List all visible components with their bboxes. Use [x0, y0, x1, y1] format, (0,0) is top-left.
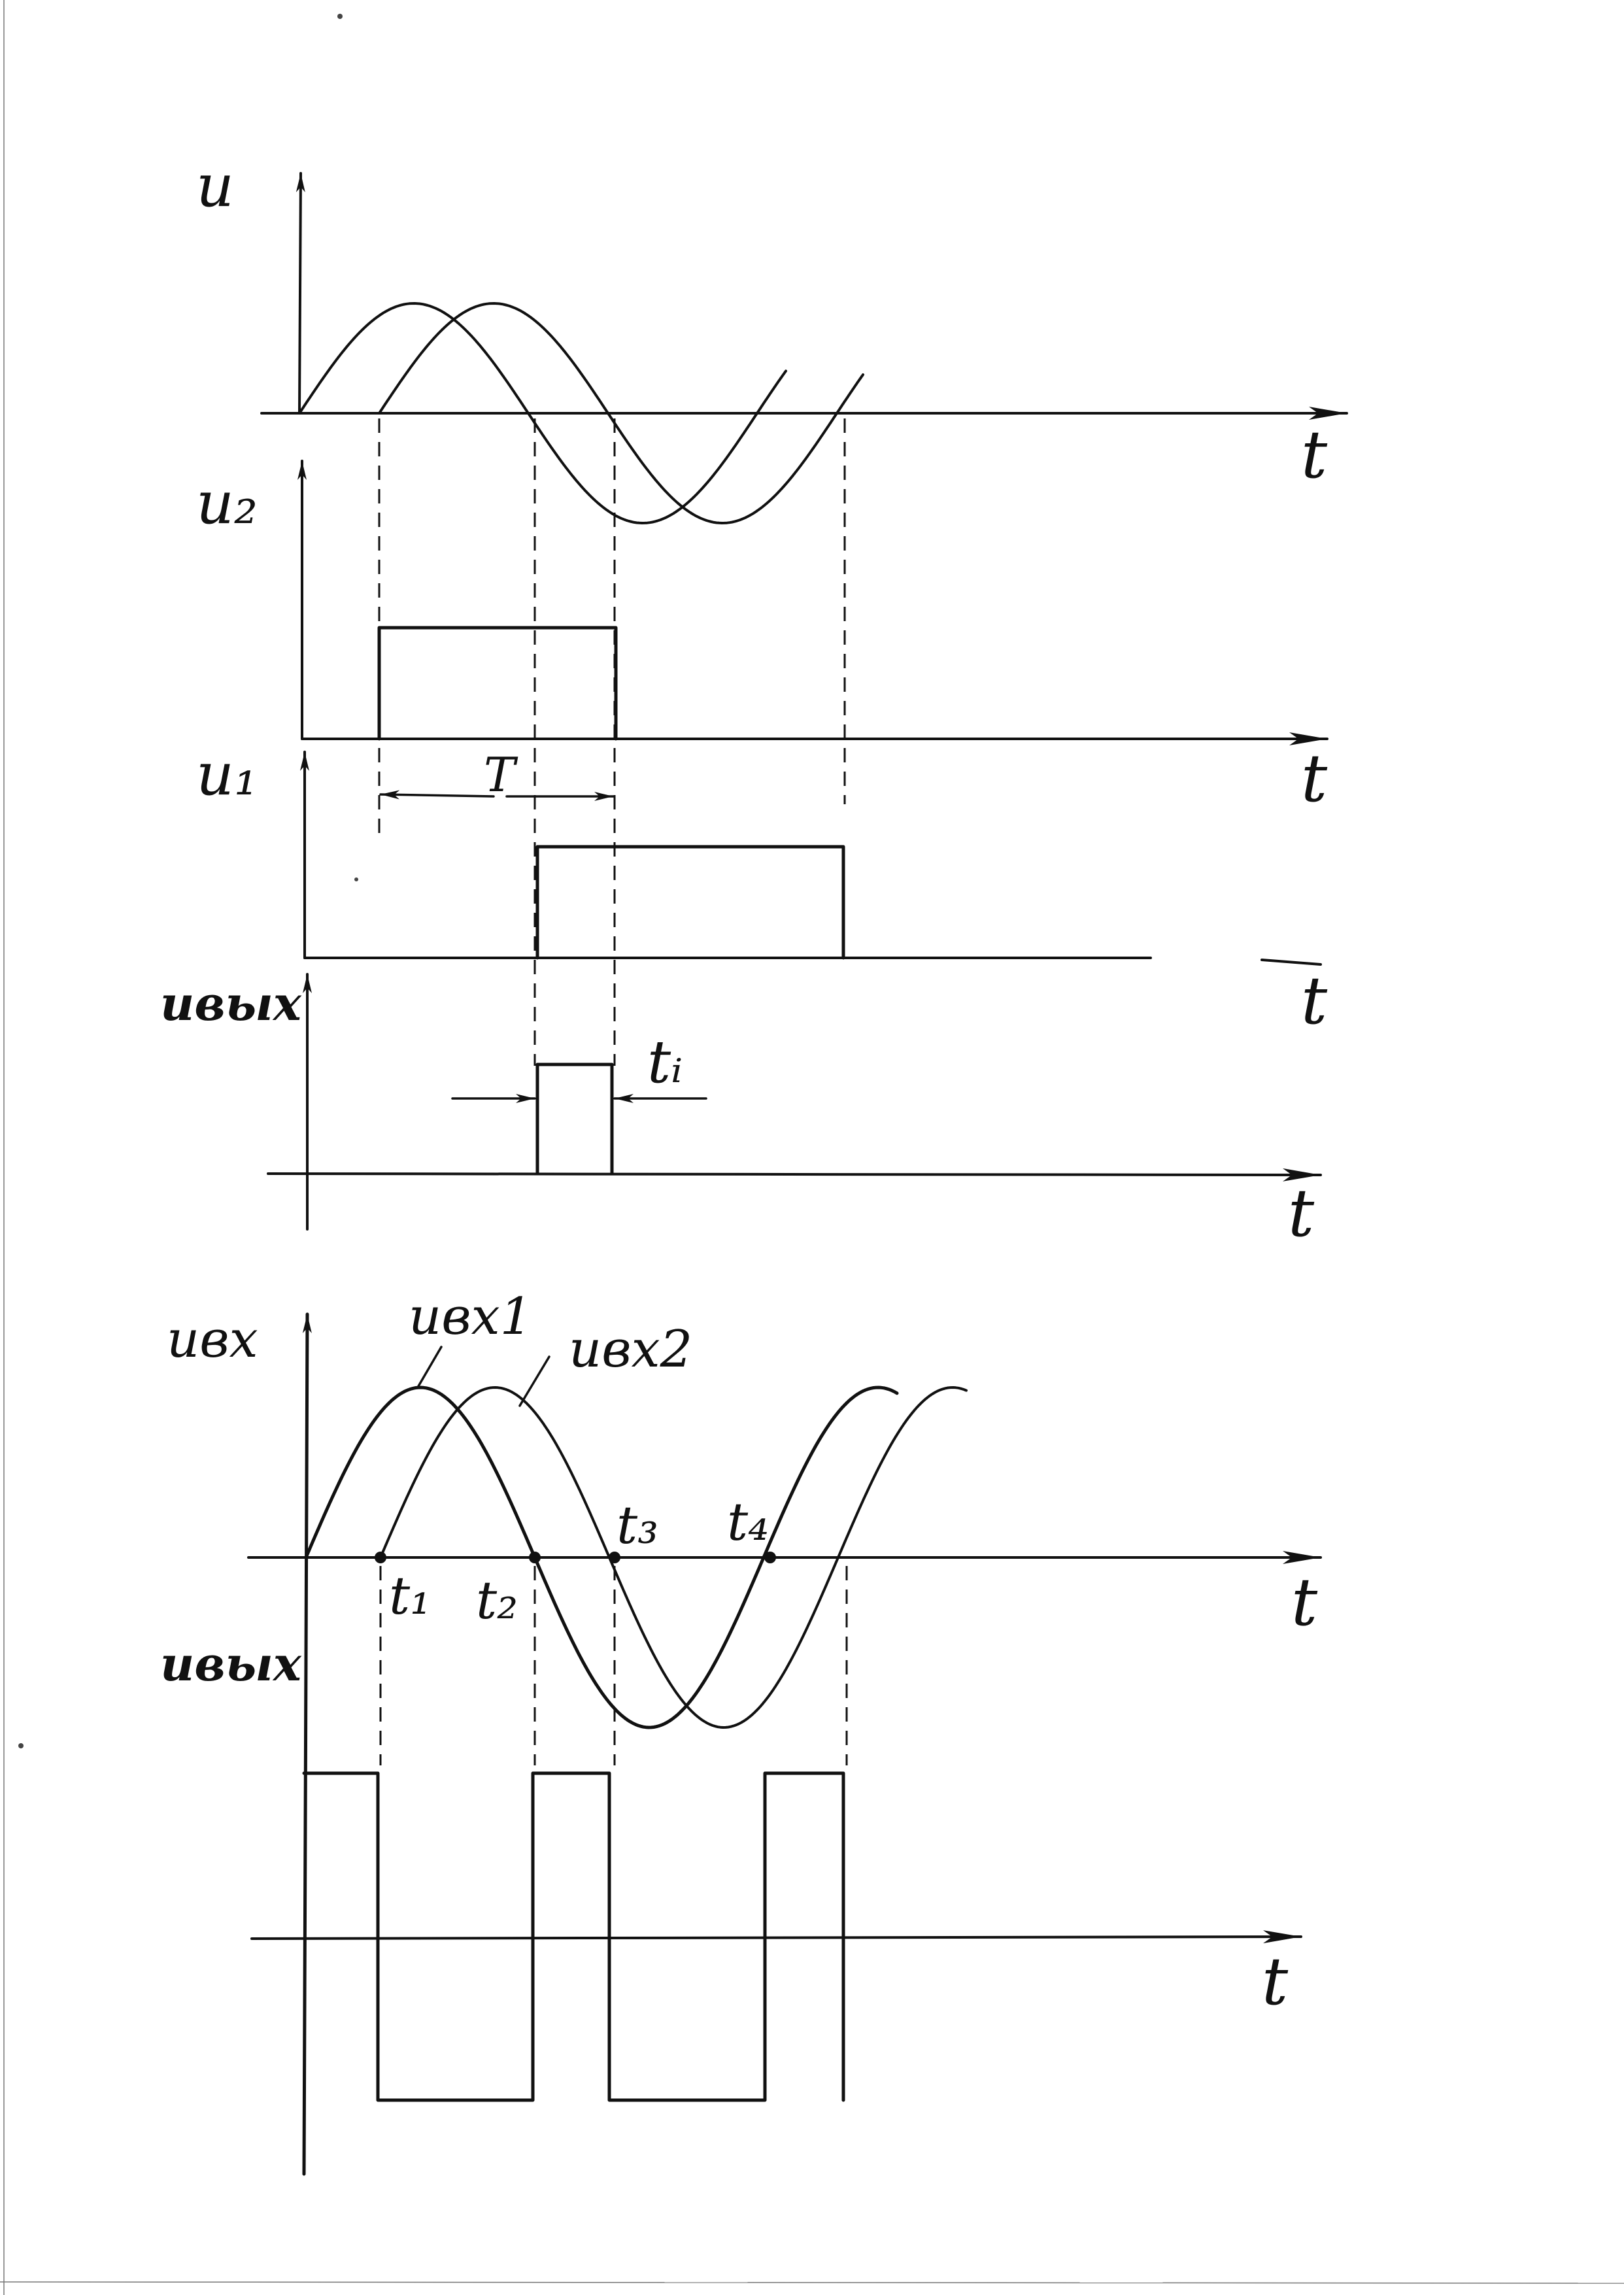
time-label-u: t: [1301, 416, 1328, 493]
uout-pulse: [535, 1062, 614, 1176]
crossing-point-t4: [764, 1552, 776, 1563]
time-axis-uout2: [250, 1930, 1302, 1944]
crossing-point-t3: [609, 1552, 620, 1563]
sine-input-2: [379, 1386, 968, 1729]
series-label-in1: uвх1: [409, 1287, 532, 1346]
scan-edge-bottom: [0, 2281, 1624, 2284]
uout-axis-label: uвых: [160, 976, 302, 1031]
sine-input-1: [298, 302, 787, 524]
uin-axis-label: uвх: [167, 1310, 258, 1369]
uin-axis: [302, 1312, 312, 2176]
time-label-uout: t: [1288, 1175, 1315, 1251]
bottom-diagram: uвх t uвх1 uвх2 t₁ t₂ t₃ t₄ uвых t: [160, 1287, 1322, 2176]
time-label-u2: t: [1301, 740, 1328, 817]
time-axis-uout: [267, 1168, 1322, 1182]
sine-input-1: [304, 1386, 899, 1729]
crossing-point-t2: [529, 1552, 541, 1563]
u1-axis-label: u₁: [196, 740, 258, 809]
crossing-point-t1: [375, 1552, 386, 1563]
time-label-uin: t: [1291, 1564, 1318, 1640]
mark-t2: t₂: [476, 1570, 518, 1631]
scan-speck: [337, 14, 343, 19]
u1-pulse: [535, 845, 845, 960]
uout-square-wave: [302, 1771, 845, 2102]
time-label-u1: t: [1301, 962, 1328, 1039]
time-axis-u1-tick: [1260, 959, 1322, 966]
u-axis: [296, 172, 305, 413]
period-label: T: [484, 747, 518, 802]
uout2-axis-label: uвых: [160, 1636, 302, 1692]
scan-speck: [18, 1743, 24, 1748]
sine-input-2: [378, 302, 864, 524]
period-arrow-left: [379, 790, 495, 800]
series-leader-in1: [417, 1346, 443, 1387]
pulse-width-label: tᵢ: [647, 1028, 683, 1096]
u-axis-label: u: [196, 152, 234, 220]
top-diagram: u t u₂ t u₁ t T uвых t tᵢ: [160, 152, 1348, 1251]
mark-t1: t₁: [389, 1565, 431, 1626]
series-label-in2: uвх2: [569, 1320, 692, 1379]
mark-t4: t₄: [727, 1491, 769, 1552]
mark-t3: t₃: [617, 1495, 658, 1556]
series-leader-in2: [518, 1355, 550, 1407]
time-label-uout2: t: [1262, 1943, 1289, 2020]
u2-pulse: [377, 626, 618, 741]
scan-speck: [354, 877, 358, 881]
u2-axis-label: u₂: [196, 469, 258, 537]
